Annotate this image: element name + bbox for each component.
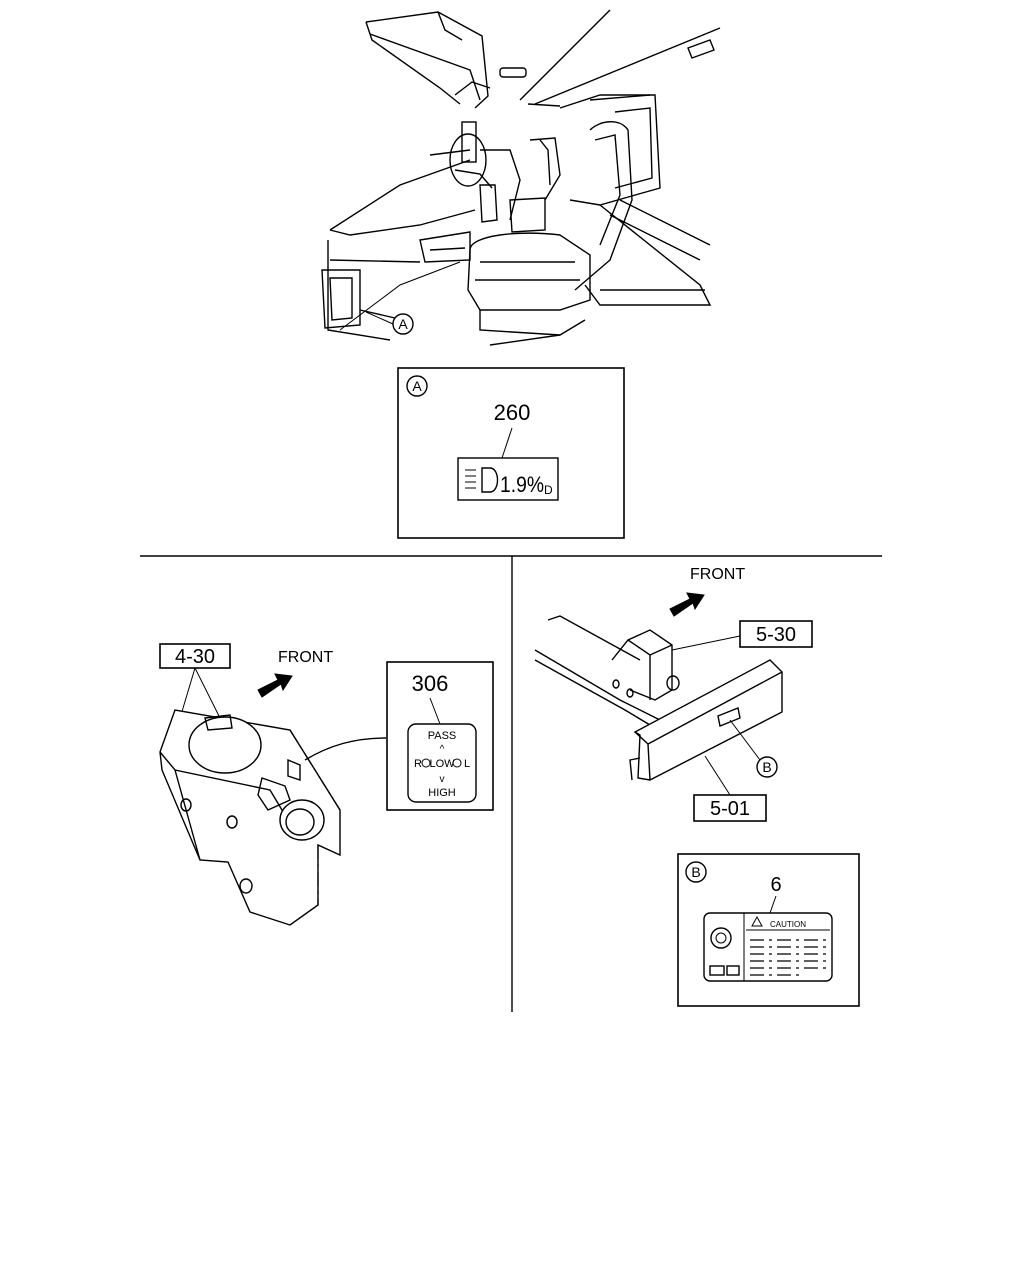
switch-r-label: R	[414, 758, 422, 770]
switch-low-label: LOW	[429, 758, 455, 770]
callout-b-marker: B	[762, 759, 771, 775]
right-panel: FRONT 5-30 B 5-01	[534, 566, 813, 822]
part-number-306: 306	[412, 671, 449, 696]
detail-b-marker: B	[691, 864, 700, 880]
front-arrow-right	[669, 592, 705, 617]
switch-pass-label: PASS	[428, 730, 457, 742]
left-panel: 4-30 FRONT 306 PASS ^ R	[159, 643, 494, 926]
switch-up-icon: ^	[440, 744, 445, 755]
leveling-label-value: 1.9%	[500, 472, 544, 497]
switch-high-label: HIGH	[428, 787, 456, 799]
switch-down-icon: v	[440, 774, 445, 785]
warning-triangle-icon	[751, 915, 763, 927]
caution-text: CAUTION	[770, 920, 806, 929]
ref-4-30: 4-30	[175, 646, 215, 668]
leveling-label-sub: D	[544, 483, 553, 497]
part-number-6: 6	[770, 874, 781, 896]
detail-a-marker: A	[412, 378, 422, 394]
switch-bracket-illustration	[159, 709, 341, 926]
headlamp-icon	[465, 467, 499, 493]
cab-interior-illustration: A	[321, 9, 721, 346]
detail-b-box: B 6 CAUTION	[677, 853, 860, 1007]
frame-rail-illustration	[534, 615, 783, 781]
switch-l-label: L	[464, 758, 470, 770]
ref-5-30: 5-30	[756, 624, 796, 646]
ref-5-01: 5-01	[710, 798, 750, 820]
front-label-left: FRONT	[278, 649, 333, 666]
caution-label: CAUTION	[703, 912, 833, 982]
part-number-260: 260	[494, 400, 531, 425]
front-arrow-left	[257, 673, 293, 698]
callout-a-marker: A	[398, 316, 408, 332]
front-label-right: FRONT	[690, 566, 745, 583]
detail-a-box: A 260 1.9% D	[397, 367, 625, 539]
